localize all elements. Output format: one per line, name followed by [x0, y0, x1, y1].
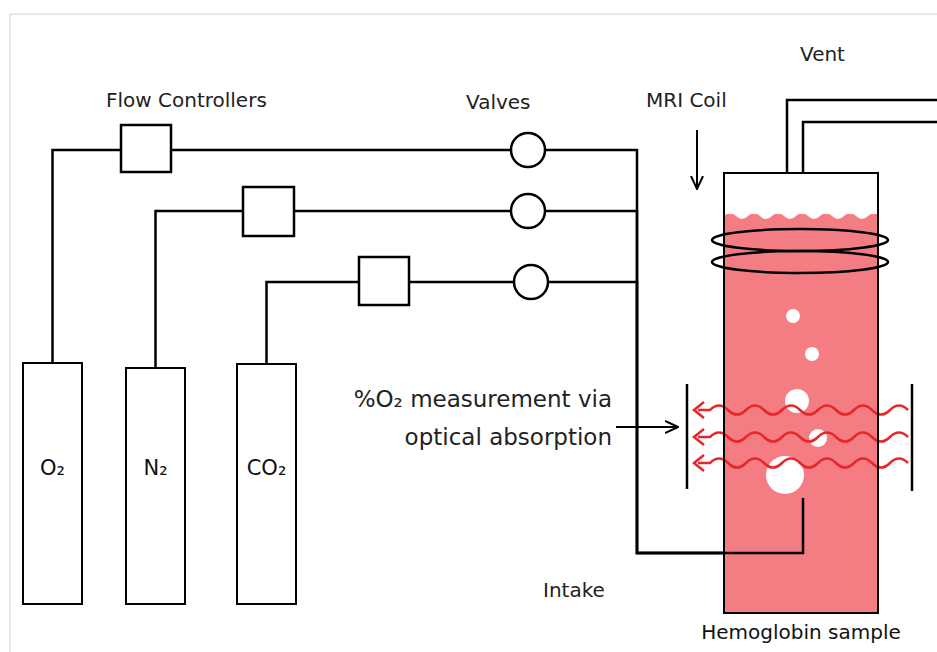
gas-cylinder: N₂ [125, 367, 186, 605]
sample-tube: Hemoglobin sample [723, 172, 879, 614]
flow-controller [121, 125, 171, 172]
gas-line [267, 282, 724, 553]
bubble [785, 389, 809, 413]
bubble [805, 347, 819, 361]
vent-pipe [803, 122, 937, 172]
flow-controller [243, 187, 294, 236]
part-label: MRI Coil [646, 88, 727, 112]
gas-name: N₂ [127, 456, 184, 481]
optical-plate [686, 384, 689, 489]
leader-arrow [696, 130, 698, 188]
optical-plate [911, 384, 914, 491]
gas-cylinder: CO₂ [236, 363, 297, 605]
sample-caption: Hemoglobin sample [693, 620, 909, 644]
mri-coil [712, 251, 888, 273]
mri-coil [712, 229, 888, 251]
measurement-label: %O₂ measurement via optical absorption [312, 380, 612, 456]
frame-line [10, 14, 937, 652]
part-label: Flow Controllers [106, 88, 267, 112]
beam-head [694, 429, 704, 445]
gas-cylinder: O₂ [22, 362, 83, 605]
liquid-surface [724, 208, 880, 219]
valve-symbol [511, 194, 545, 228]
valve-symbol [511, 133, 545, 167]
beam-head [694, 402, 704, 418]
vent-pipe [787, 100, 937, 172]
valve-symbol [514, 265, 548, 299]
beam-head [694, 455, 704, 471]
light-beam [698, 459, 908, 468]
part-label: Intake [543, 578, 605, 602]
leader-arrow [616, 426, 677, 428]
bubble [786, 309, 800, 323]
light-beam [698, 406, 908, 415]
part-label: Valves [466, 90, 531, 114]
light-beam [698, 433, 908, 442]
gas-name: O₂ [24, 456, 81, 481]
light-beams [694, 402, 908, 471]
gas-name: CO₂ [238, 456, 295, 481]
intake-pipe [723, 498, 803, 553]
flow-controller [359, 257, 409, 305]
part-label: Vent [800, 42, 845, 66]
